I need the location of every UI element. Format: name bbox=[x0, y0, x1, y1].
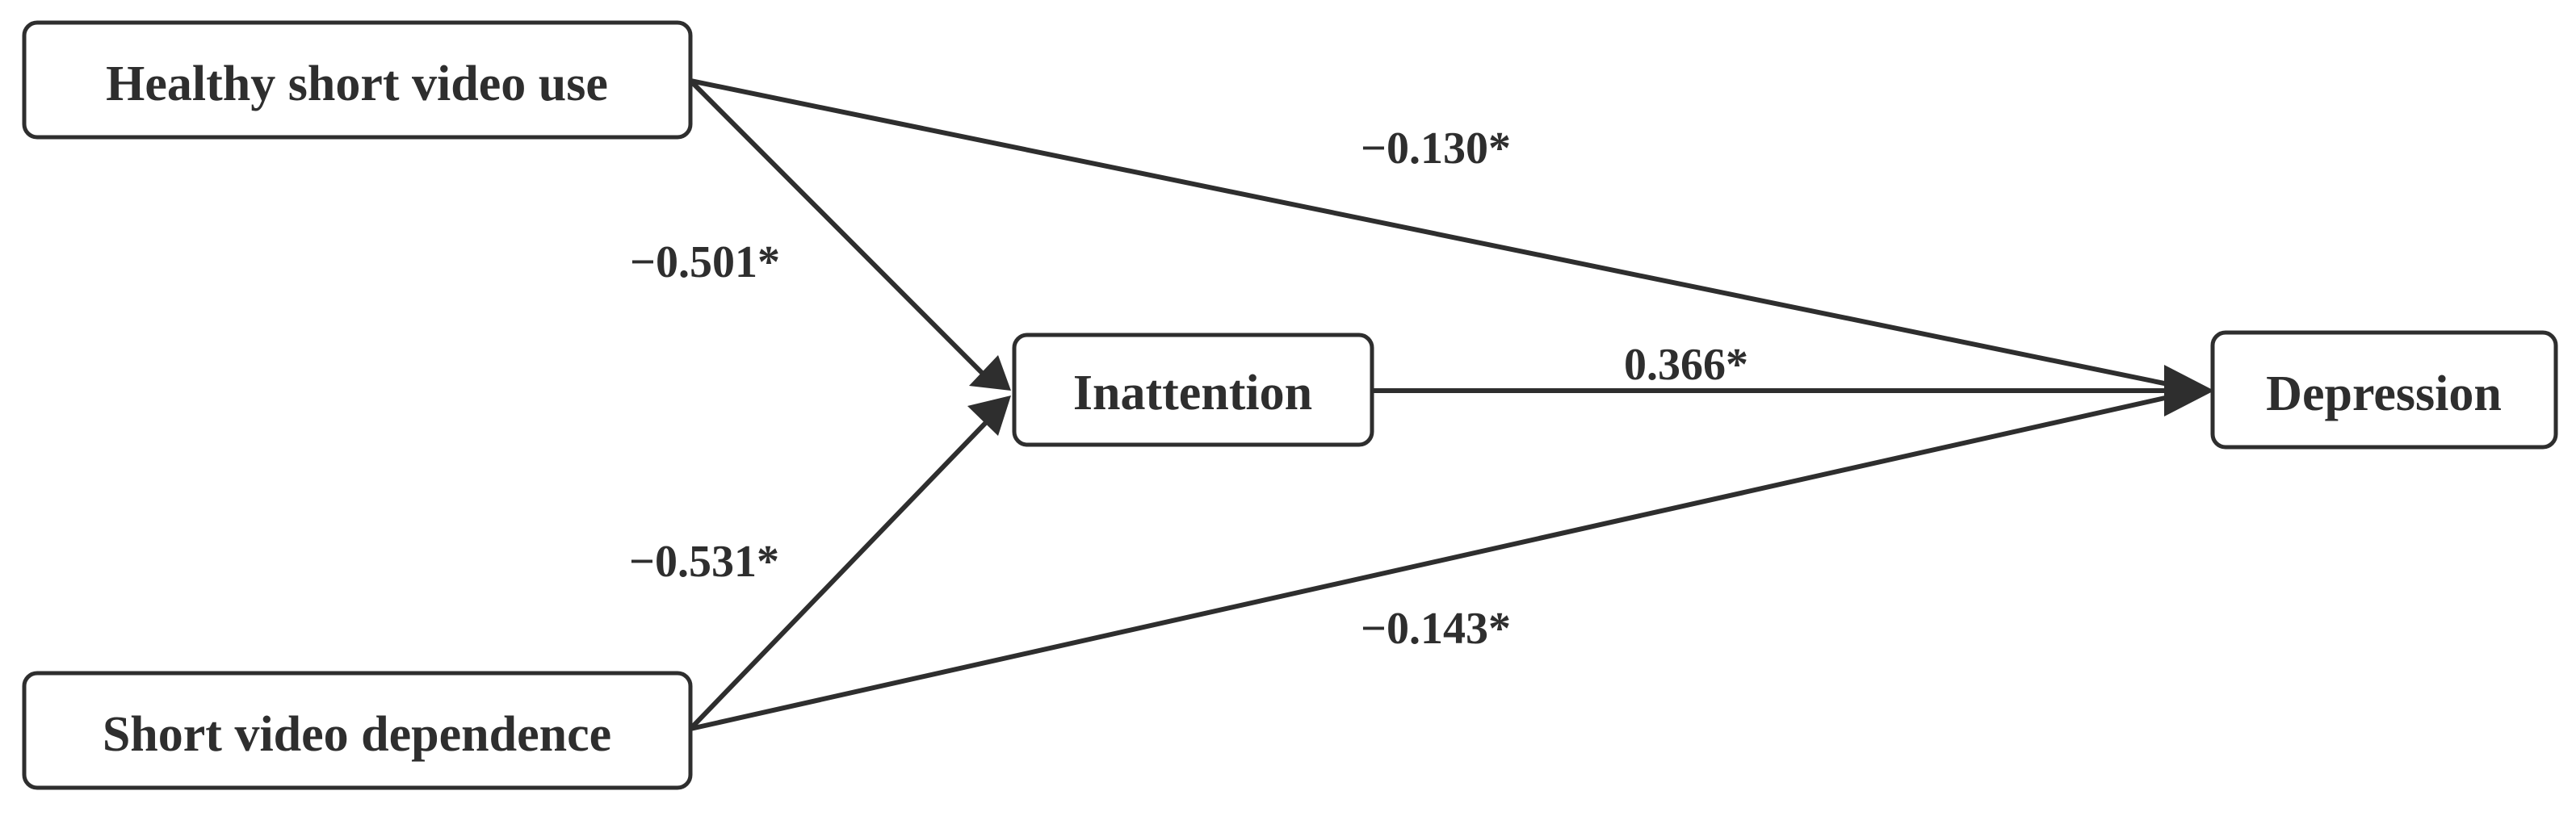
node-label-short-video-dependence: Short video dependence bbox=[103, 707, 611, 762]
edge-healthy-to-depression bbox=[690, 78, 2173, 387]
coef-dependence-to-depression: −0.143* bbox=[1361, 604, 1511, 654]
edge-healthy-to-inattention bbox=[688, 78, 997, 388]
node-label-depression: Depression bbox=[2266, 366, 2502, 421]
coefficients: −0.501* −0.531* 0.366* −0.130* −0.143* bbox=[629, 123, 1748, 654]
coef-inattention-to-depression: 0.366* bbox=[1624, 340, 1748, 390]
node-depression: Depression bbox=[2210, 330, 2558, 450]
node-box-short-video-dependence bbox=[22, 671, 693, 790]
arrowhead-depression bbox=[2164, 365, 2214, 416]
node-label-inattention: Inattention bbox=[1073, 366, 1312, 421]
node-label-healthy-short-video-use: Healthy short video use bbox=[106, 56, 608, 111]
arrowhead-healthy-to-inattention bbox=[969, 355, 1011, 391]
node-short-video-dependence: Short video dependence bbox=[22, 671, 693, 790]
coef-healthy-to-depression: −0.130* bbox=[1361, 123, 1511, 174]
node-box-healthy-short-video-use bbox=[22, 20, 693, 140]
coef-dependence-to-inattention: −0.531* bbox=[629, 537, 779, 587]
coef-healthy-to-inattention: −0.501* bbox=[630, 237, 780, 287]
node-box-depression bbox=[2210, 330, 2558, 450]
node-inattention: Inattention bbox=[1012, 333, 1374, 447]
edges bbox=[688, 78, 2214, 731]
arrowhead-dependence-to-inattention bbox=[967, 395, 1011, 436]
edge-dependence-to-inattention bbox=[688, 411, 997, 731]
edge-dependence-to-depression bbox=[690, 394, 2173, 731]
node-box-inattention bbox=[1012, 333, 1374, 447]
node-healthy-short-video-use: Healthy short video use bbox=[22, 20, 693, 140]
